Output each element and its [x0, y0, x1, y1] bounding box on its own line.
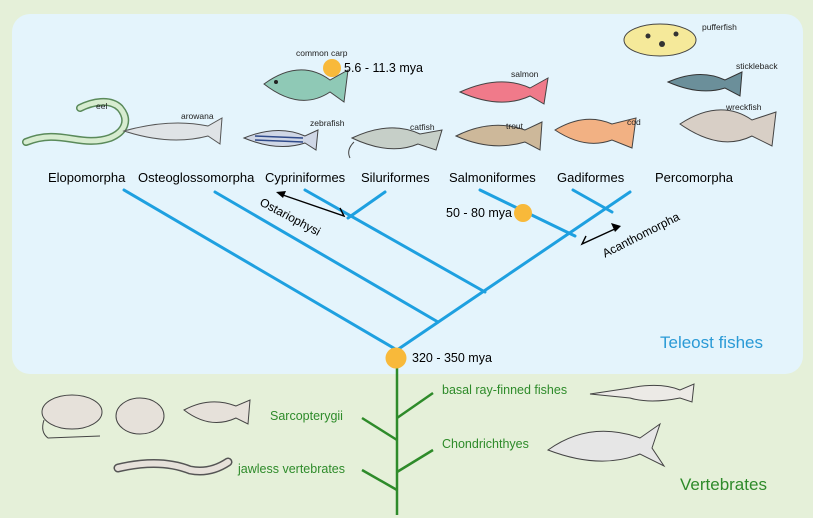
common-carp-illustration	[263, 69, 349, 103]
vertebrate-tree-branches	[361, 360, 434, 515]
order-label-salmoniformes: Salmoniformes	[449, 170, 536, 185]
ostariophysi-arrowhead	[276, 191, 286, 198]
pufferfish-illustration	[623, 23, 697, 57]
order-label-elopomorpha: Elopomorpha	[48, 170, 126, 185]
shark-illustration	[546, 422, 666, 468]
vert-label-basal: basal ray-finned fishes	[442, 383, 568, 397]
group-label-teleost: Teleost fishes	[660, 333, 763, 352]
clade-markers	[279, 193, 618, 246]
fish-label-catfish: catfish	[410, 122, 435, 132]
arowana-illustration	[122, 117, 223, 145]
trout-illustration	[454, 121, 543, 151]
zebrafish-illustration	[242, 129, 319, 151]
carp-wgd-dot	[323, 59, 341, 77]
date-label-carp: 5.6 - 11.3 mya	[344, 61, 423, 75]
lamprey-illustration	[113, 457, 233, 476]
teleost-panel	[12, 14, 803, 374]
order-label-gadiformes: Gadiformes	[557, 170, 625, 185]
fish-label-zebrafish: zebrafish	[310, 118, 345, 128]
order-label-percomorpha: Percomorpha	[655, 170, 734, 185]
vert-label-sarcopterygii: Sarcopterygii	[270, 409, 343, 423]
stickleback-illustration	[666, 71, 743, 97]
vert-label-jawless: jawless vertebrates	[238, 462, 345, 476]
salmonid-wgd-dot	[514, 204, 532, 222]
vert-label-chondrichthyes: Chondrichthyes	[442, 437, 529, 451]
order-label-cypriniformes: Cypriniformes	[265, 170, 346, 185]
order-label-osteoglossomorpha: Osteoglossomorpha	[138, 170, 255, 185]
mouse-illustration	[41, 394, 103, 439]
eel-illustration	[22, 98, 130, 146]
gar-illustration	[589, 383, 695, 403]
teleost-wgd-dot	[385, 347, 407, 369]
acanthomorpha-arrowhead	[611, 223, 621, 232]
fish-label-common-carp: common carp	[296, 48, 348, 58]
fish-label-stickleback: stickleback	[736, 61, 778, 71]
ostariophysi-arrow	[279, 193, 346, 218]
frog-illustration	[115, 397, 165, 435]
cod-illustration	[554, 117, 637, 149]
group-label-vertebrates: Vertebrates	[680, 475, 767, 494]
wreckfish-illustration	[679, 109, 777, 147]
order-label-siluriformes: Siluriformes	[361, 170, 430, 185]
coelacanth-illustration	[183, 399, 251, 425]
fish-label-arowana: arowana	[181, 111, 214, 121]
date-label-teleost: 320 - 350 mya	[412, 351, 492, 365]
fish-label-salmon: salmon	[511, 69, 539, 79]
teleost-tree-branches	[122, 188, 632, 352]
catfish-illustration	[348, 127, 443, 159]
salmon-illustration	[458, 77, 549, 105]
fish-label-wreckfish: wreckfish	[726, 102, 762, 112]
fish-label-eel: eel	[96, 101, 108, 111]
fish-label-pufferfish: pufferfish	[702, 22, 737, 32]
fish-label-trout: trout	[506, 121, 524, 131]
fish-label-cod: cod	[627, 117, 641, 127]
acanthomorpha-arrow	[580, 227, 618, 246]
date-label-salmon: 50 - 80 mya	[446, 206, 513, 220]
